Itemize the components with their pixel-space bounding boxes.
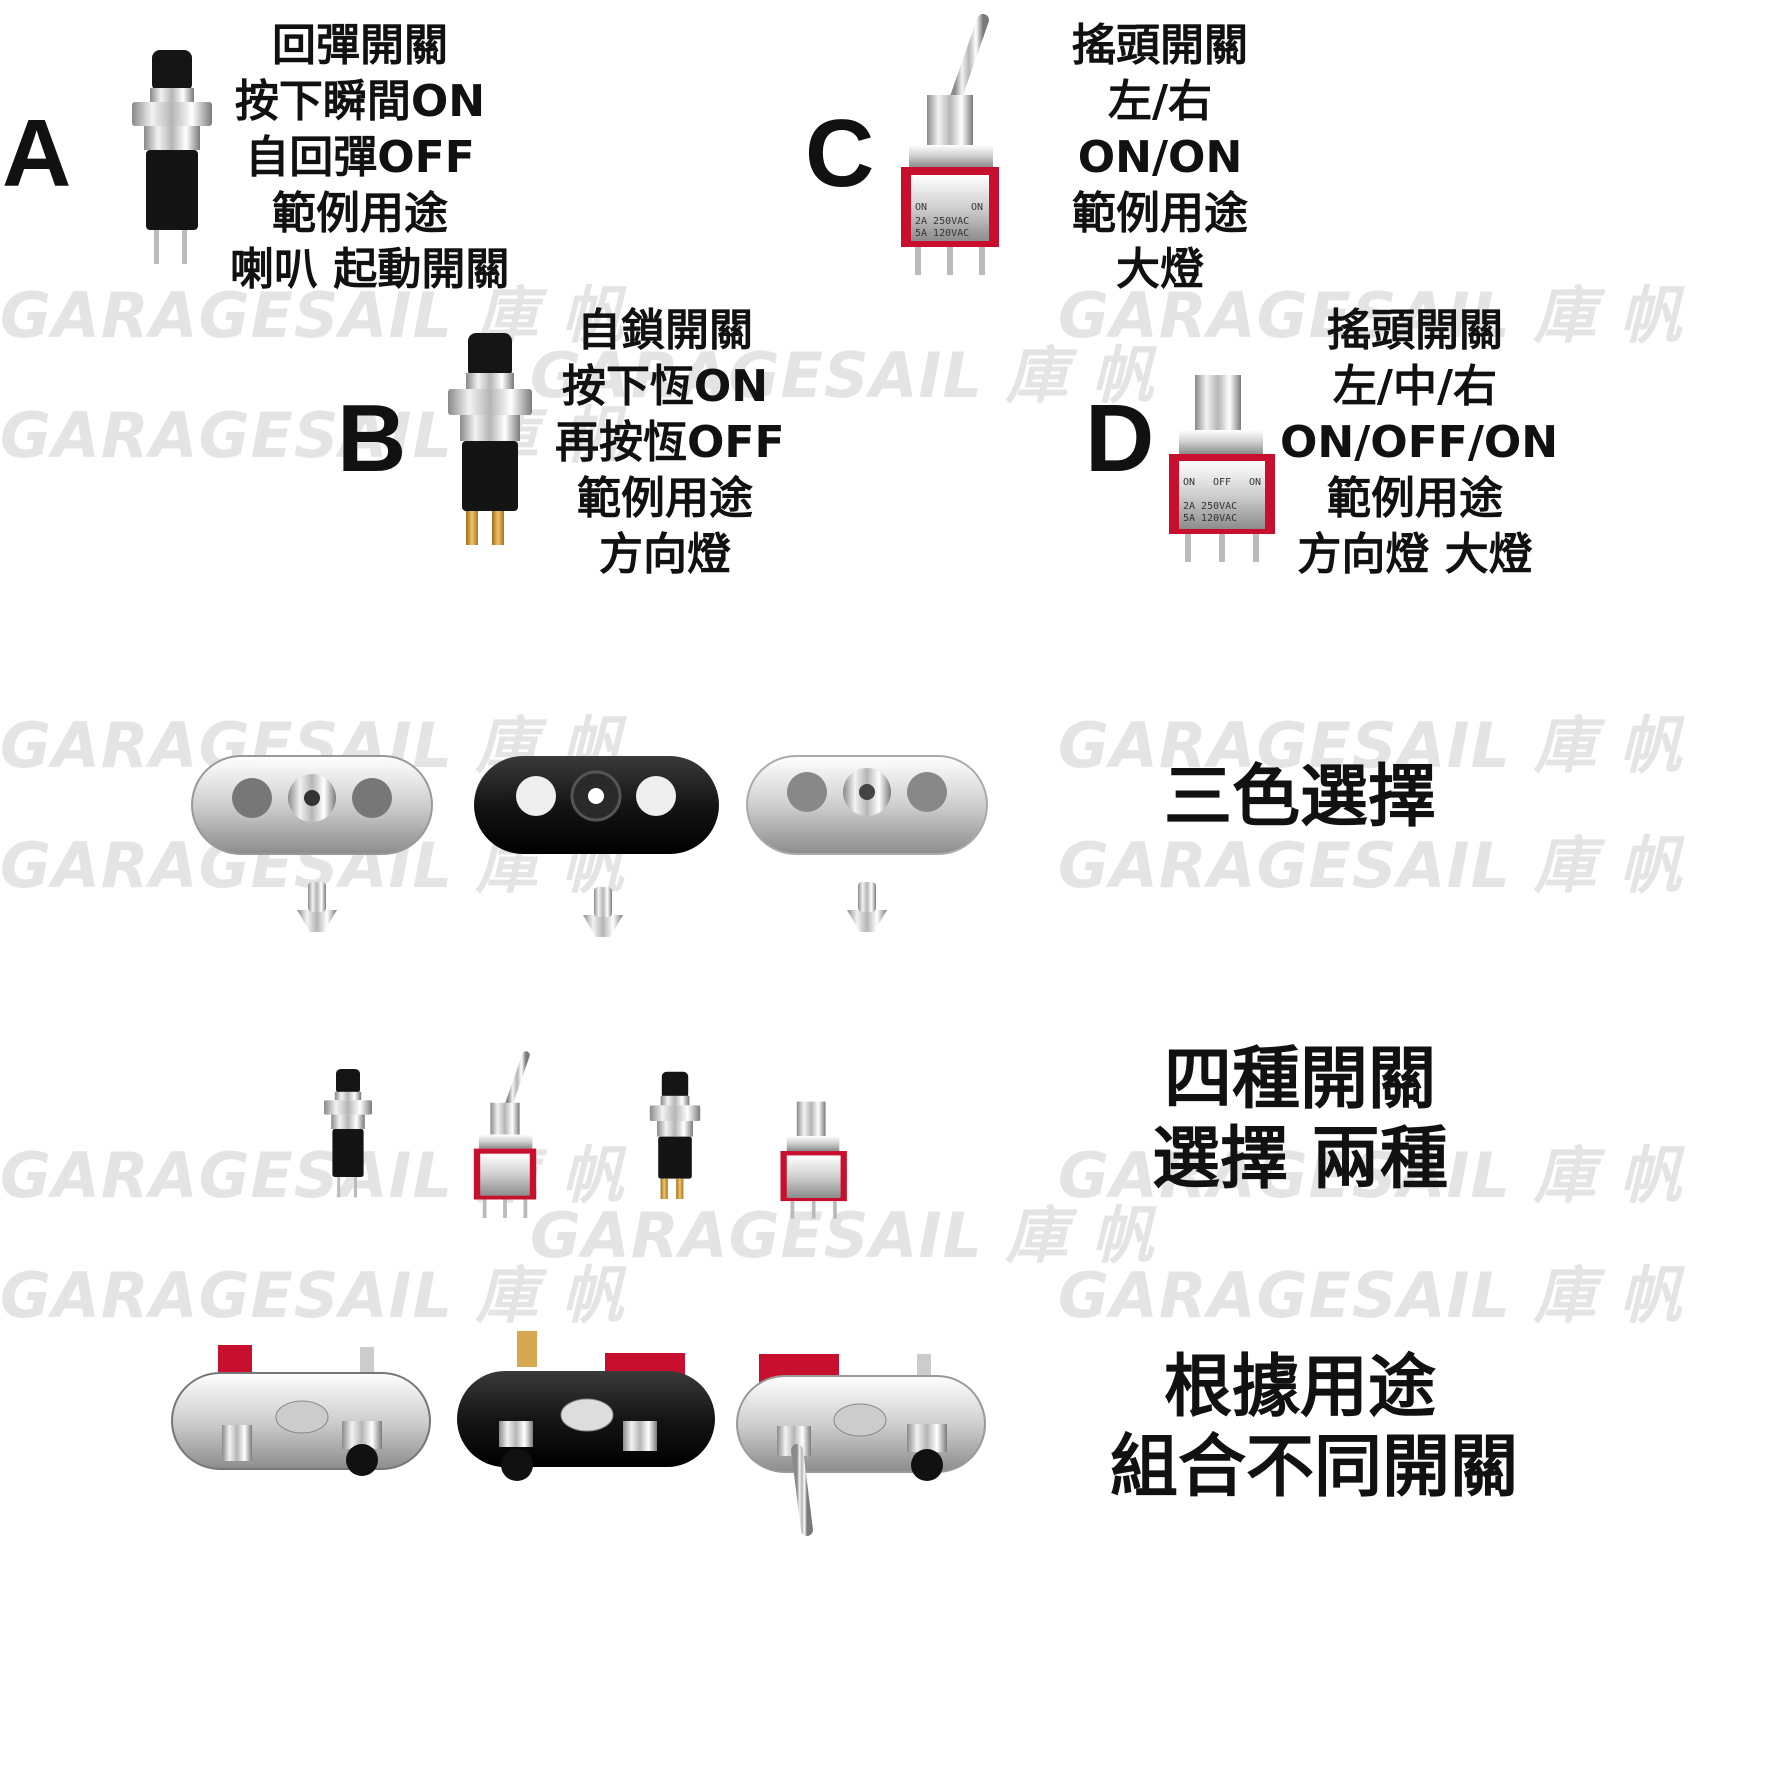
toggle-marking-on: ON <box>1183 477 1195 488</box>
desc-line: 按下瞬間ON <box>234 76 486 127</box>
desc-line: 再按恆OFF <box>555 417 785 468</box>
toggle-switch-c-image: ON ON 2A 250VAC 5A 120VAC <box>901 14 999 275</box>
desc-line: ON/OFF/ON <box>1280 417 1559 468</box>
switch-d-description: 搖頭開關 左/中/右 ON/OFF/ON 範例用途 方向燈 大燈 <box>1280 303 1559 583</box>
desc-line: 範例用途 <box>577 473 753 524</box>
push-button-switch-a-image <box>132 50 212 264</box>
desc-line: 自回彈OFF <box>245 132 475 183</box>
watermark: GARAGESAIL 庫 帆 <box>0 1259 625 1332</box>
toggle-switch-c-image <box>473 1051 537 1218</box>
section-line: 四種開關 <box>1163 1040 1436 1119</box>
desc-line: 搖頭開關 <box>1327 305 1503 356</box>
toggle-marking-off: OFF <box>1213 477 1231 488</box>
desc-line: 範例用途 <box>1072 188 1248 239</box>
desc-line: 左/中/右 <box>1332 361 1498 412</box>
switch-a-letter: A <box>2 100 72 207</box>
desc-line: 喇叭 起動開關 <box>230 244 510 295</box>
toggle-rating: 5A 120VAC <box>915 228 969 239</box>
toggle-marking-on: ON <box>971 202 983 213</box>
switch-a-description: 回彈開關 按下瞬間ON 自回彈OFF 範例用途 喇叭 起動開關 <box>230 18 510 298</box>
screw-image <box>297 882 337 932</box>
section-line: 根據用途 <box>1163 1348 1436 1427</box>
mount-bracket-chrome-image <box>191 755 433 855</box>
desc-line: 左/右 <box>1107 76 1213 127</box>
switch-c-description: 搖頭開關 左/右 ON/ON 範例用途 大燈 <box>1030 18 1290 298</box>
toggle-marking-on: ON <box>915 202 927 213</box>
toggle-rating: 2A 250VAC <box>1183 501 1237 512</box>
combo-black-assembly-image <box>457 1331 715 1531</box>
section-line: 選擇 兩種 <box>1152 1120 1448 1199</box>
section-title-combos: 根據用途 組合不同開關 <box>1110 1348 1519 1508</box>
desc-line: 方向燈 <box>599 529 731 580</box>
switch-b-description: 自鎖開關 按下恆ON 再按恆OFF 範例用途 方向燈 <box>555 303 785 583</box>
section-title-three-colors: 三色選擇 <box>1163 758 1436 837</box>
toggle-marking-on: ON <box>1249 477 1261 488</box>
toggle-switch-d-image: ON OFF ON 2A 250VAC 5A 120VAC <box>1169 298 1275 562</box>
toggle-switch-d-image <box>780 1053 847 1219</box>
desc-line: ON/ON <box>1077 132 1243 183</box>
desc-line: 方向燈 大燈 <box>1297 529 1533 580</box>
switch-d-letter: D <box>1085 385 1155 492</box>
desc-line: 範例用途 <box>272 188 448 239</box>
push-button-switch-b-image <box>649 1071 701 1199</box>
combo-chrome-assembly-image <box>171 1345 431 1540</box>
switch-b-letter: B <box>337 385 407 492</box>
toggle-rating: 2A 250VAC <box>915 216 969 227</box>
switch-c-letter: C <box>805 100 875 207</box>
section-title-four-switches: 四種開關 選擇 兩種 <box>1150 1040 1450 1200</box>
mount-bracket-silver-image <box>746 755 988 855</box>
combo-silver-assembly-image <box>736 1354 986 1536</box>
desc-line: 範例用途 <box>1327 473 1503 524</box>
desc-line: 自鎖開關 <box>577 305 753 356</box>
desc-line: 大燈 <box>1116 244 1204 295</box>
mount-bracket-black-image <box>474 756 719 854</box>
desc-line: 搖頭開關 <box>1072 20 1248 71</box>
screw-image <box>847 882 887 932</box>
section-line: 組合不同開關 <box>1110 1428 1519 1507</box>
push-button-switch-b-image <box>448 333 532 545</box>
watermark: GARAGESAIL 庫 帆 <box>1058 1259 1683 1332</box>
screw-image <box>583 887 623 937</box>
desc-line: 按下恆ON <box>561 361 769 412</box>
push-button-switch-a-image <box>324 1069 372 1198</box>
toggle-rating: 5A 120VAC <box>1183 513 1237 524</box>
desc-line: 回彈開關 <box>272 20 448 71</box>
